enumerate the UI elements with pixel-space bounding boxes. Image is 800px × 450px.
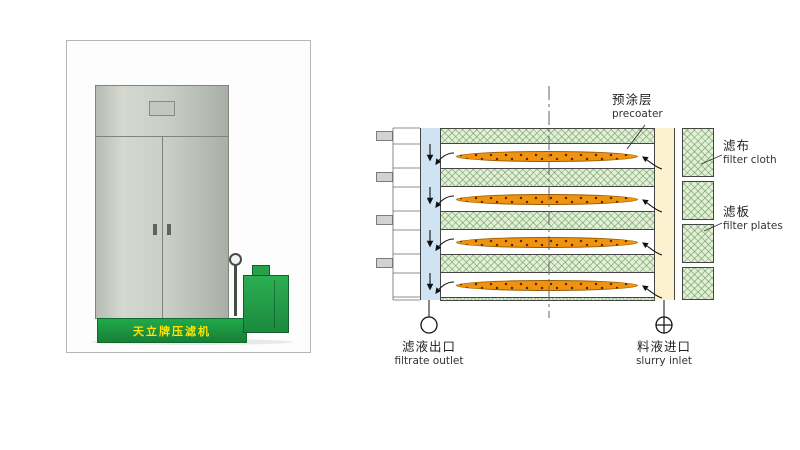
cabinet-vent: [149, 101, 175, 116]
precoat-label: 预涂层 precoater: [612, 92, 663, 121]
filter-plate-band: [440, 168, 655, 187]
hydraulic-motor: [252, 265, 270, 276]
pressure-gauge-icon: [229, 253, 242, 266]
filter-plates-label: 滤板 filter plates: [723, 204, 783, 233]
precoat-label-en: precoater: [612, 108, 663, 121]
slurry-inlet-symbol: [655, 300, 673, 334]
precoat-layer: [456, 194, 638, 205]
brand-label: 天立牌压滤机: [133, 324, 211, 338]
filter-plates-label-en: filter plates: [723, 220, 783, 233]
plate-lug: [376, 131, 393, 141]
precoat-label-zh: 预涂层: [612, 92, 653, 107]
filter-plate-band: [440, 297, 655, 301]
filter-cloth-label-zh: 滤布: [723, 138, 751, 153]
filtrate-outlet-label: 滤液出口 filtrate outlet: [369, 339, 489, 368]
filtrate-outlet-label-en: filtrate outlet: [394, 355, 464, 368]
filtrate-channel: [420, 128, 441, 300]
plate-edge-block: [682, 128, 714, 177]
filter-plates-label-zh: 滤板: [723, 204, 751, 219]
cabinet-handle-right: [167, 224, 171, 235]
slurry-inlet-label: 料液进口 slurry inlet: [604, 339, 724, 368]
precoat-layer: [456, 280, 638, 291]
filter-plate-band: [440, 254, 655, 273]
plate-edge-block: [682, 267, 714, 300]
plate-lug: [376, 215, 393, 225]
plate-edge-lines: [392, 127, 420, 301]
filtrate-outlet-symbol: [420, 300, 438, 334]
slurry-inlet-label-en: slurry inlet: [635, 355, 693, 368]
plate-edge-block: [682, 224, 714, 263]
precoat-layer: [456, 237, 638, 248]
filtrate-outlet-label-zh: 滤液出口: [401, 339, 456, 354]
plate-lug: [376, 172, 393, 182]
hydraulic-pipe: [234, 266, 237, 316]
plate-edge-block: [682, 181, 714, 220]
slurry-inlet-label-zh: 料液进口: [636, 339, 691, 354]
filter-plate-band: [440, 128, 655, 144]
cabinet-handle-left: [153, 224, 157, 235]
cabinet-seam: [96, 136, 228, 137]
product-photo: 天立牌压滤机: [66, 40, 311, 353]
filter-cloth-label: 滤布 filter cloth: [723, 138, 777, 167]
slurry-channel: [654, 128, 675, 300]
filter-plate-band: [440, 211, 655, 230]
machine-cabinet: [95, 85, 229, 319]
machine-base: 天立牌压滤机: [97, 318, 247, 343]
hydraulic-unit: [243, 265, 289, 333]
precoat-layer: [456, 151, 638, 162]
hydraulic-panel-line: [274, 280, 275, 328]
cabinet-door-seam: [162, 137, 163, 318]
filter-cloth-label-en: filter cloth: [723, 154, 777, 167]
plate-lug: [376, 258, 393, 268]
